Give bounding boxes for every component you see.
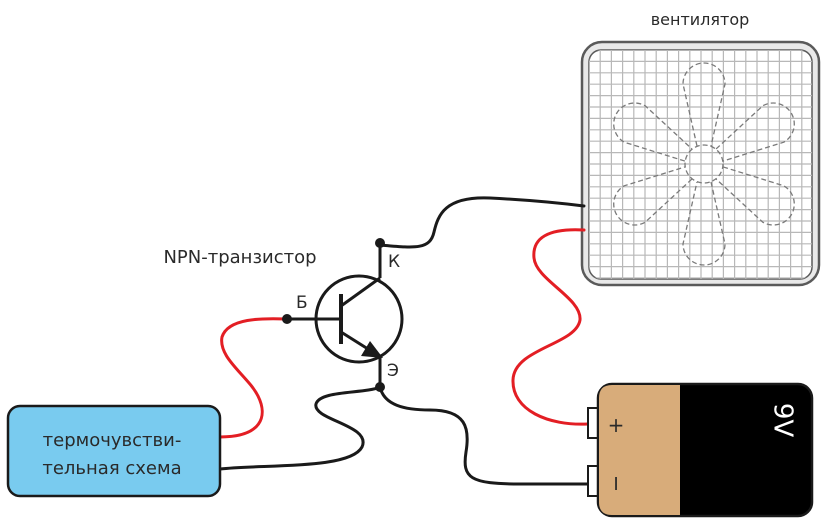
base-label: Б [296, 293, 308, 313]
battery-body [599, 385, 680, 515]
battery-plus-label: + [608, 413, 625, 437]
wire-sensor-to-base [218, 317, 289, 439]
base-node [282, 314, 292, 324]
sensor-label-line2: тельная схема [42, 458, 181, 479]
battery-icon: + I 9V [587, 382, 814, 518]
npn-transistor-symbol [282, 238, 404, 392]
wire-collector-to-fan [378, 196, 586, 249]
wire-sensor-to-emitter [218, 385, 382, 471]
wire-fan-to-battery-plus [511, 228, 590, 426]
thermo-sensor-box: термочувстви- тельная схема [6, 404, 222, 498]
transistor-label: NPN-транзистор [163, 247, 316, 268]
sensor-label-line1: термочувстви- [43, 430, 182, 451]
fan-grid [589, 50, 812, 279]
emitter-label: Э [387, 361, 399, 381]
battery-voltage-label: 9V [768, 403, 798, 438]
fan-blade [682, 181, 726, 266]
sensor-body [6, 404, 222, 498]
emitter-arm [340, 330, 369, 351]
fan-blade [715, 166, 795, 226]
collector-label: К [388, 252, 400, 272]
battery-minus-label: I [613, 474, 618, 495]
wire-emitter-to-battery-minus [378, 385, 590, 486]
emitter-node [375, 382, 385, 392]
fan [580, 40, 821, 287]
fan-blade [715, 102, 795, 162]
fan-blade [613, 166, 693, 226]
fan-blade [613, 102, 693, 162]
fan-label: вентилятор [651, 10, 750, 29]
emitter-arrow-icon [361, 341, 383, 358]
fan-icon [613, 62, 795, 266]
collector-node [375, 238, 385, 248]
collector-arm [340, 276, 381, 308]
fan-blade [682, 62, 726, 147]
